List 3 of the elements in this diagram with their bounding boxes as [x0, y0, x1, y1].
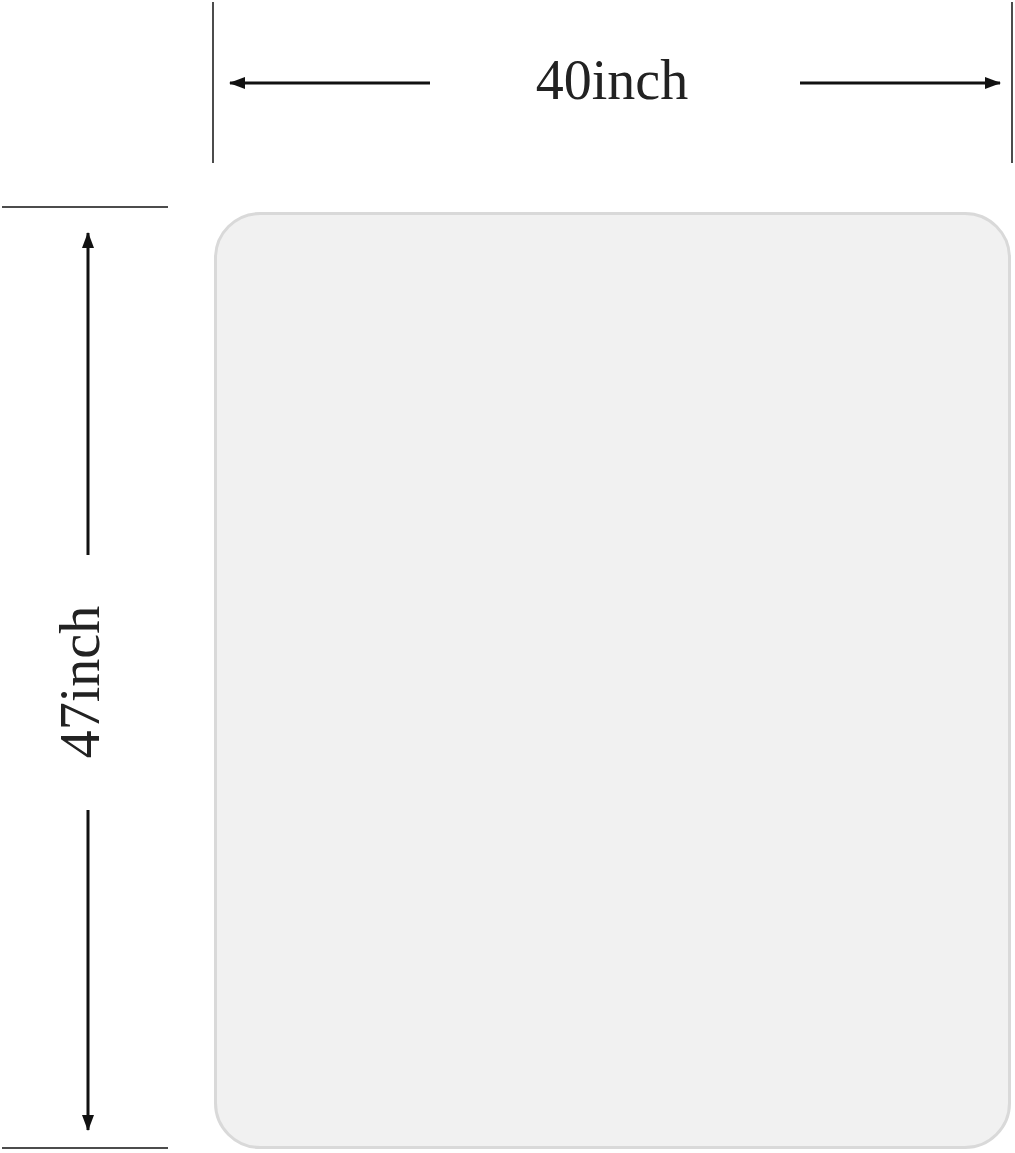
dimension-label: 47inch	[52, 605, 108, 759]
dimension-label: 40inch	[535, 52, 689, 108]
mat-shape	[214, 212, 1011, 1149]
